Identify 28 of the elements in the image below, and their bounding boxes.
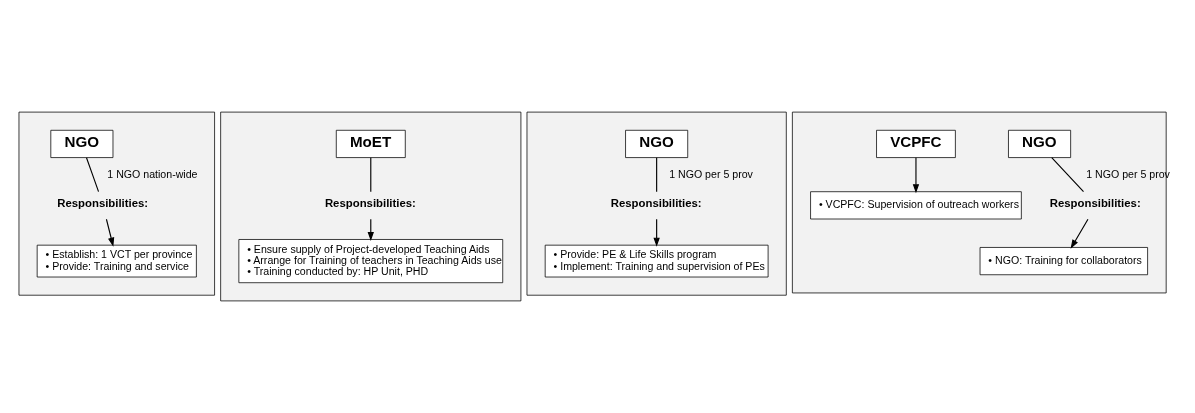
node-box: NGO	[1008, 129, 1072, 158]
arrow	[105, 218, 115, 247]
cluster	[526, 111, 787, 296]
connector	[370, 157, 372, 193]
connector	[1051, 157, 1085, 193]
edge-label: 1 NGO per 5 prov	[669, 167, 753, 180]
node-text: Responsibilities:	[57, 197, 149, 210]
node-box: NGO	[50, 129, 114, 158]
cluster	[220, 111, 522, 302]
node-box: NGO	[625, 129, 689, 158]
arrow	[653, 218, 660, 247]
connector	[656, 157, 658, 193]
arrow	[1070, 218, 1089, 249]
edge-label: 1 NGO nation-wide	[107, 167, 198, 180]
node-box: MoET	[335, 129, 406, 158]
cluster	[18, 111, 215, 296]
arrow	[912, 157, 920, 194]
node-box: • VCPFC: Supervision of outreach workers	[810, 191, 1022, 220]
node-box: VCPFC	[876, 129, 956, 158]
node-text: Responsibilities:	[1049, 197, 1141, 210]
node-box: • Establish: 1 VCT per province • Provide: Training and service	[36, 244, 197, 278]
node-box: • Provide: PE & Life Skills program • Implement: Training and supervision of PEs	[544, 244, 769, 278]
edge-label: 1 NGO per 5 prov	[1086, 167, 1170, 180]
node-box: • Ensure supply of Project-developed Teaching Aids • Arrange for Training of teachers in Teaching Aids use • Training conducted by: HP Unit, PHD	[238, 239, 504, 284]
node-text: Responsibilities:	[610, 197, 702, 210]
connector	[85, 157, 100, 193]
node-text: Responsibilities:	[324, 197, 416, 210]
node-box: • NGO: Training for collaborators	[979, 247, 1148, 276]
